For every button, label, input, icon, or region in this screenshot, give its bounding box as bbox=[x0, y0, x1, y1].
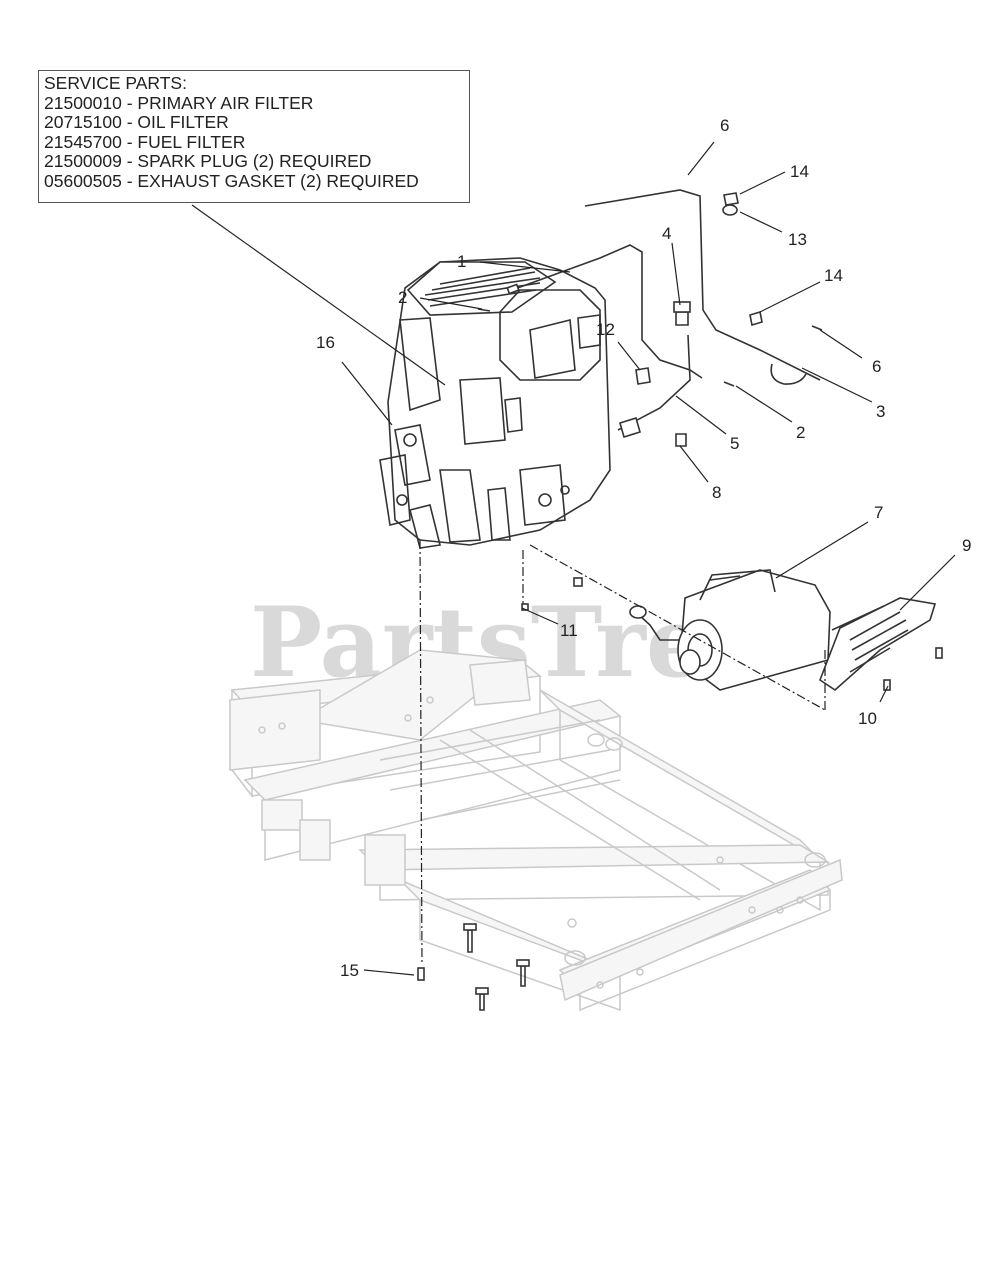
fuel-line-5[interactable] bbox=[617, 334, 691, 431]
heat-shield-bolts bbox=[883, 647, 943, 691]
callout-4: 4 bbox=[662, 224, 671, 243]
clip-2-right[interactable] bbox=[723, 381, 735, 387]
clip-6-right[interactable] bbox=[811, 325, 823, 331]
callout-6-top: 6 bbox=[720, 116, 729, 135]
callout-7: 7 bbox=[874, 503, 883, 522]
clamp-14-lower[interactable] bbox=[749, 310, 763, 327]
muffler[interactable] bbox=[629, 569, 831, 691]
fitting-4[interactable] bbox=[675, 311, 689, 326]
callout-numbers: 1 2 2 3 4 5 6 6 7 8 9 10 11 12 13 14 14 … bbox=[316, 116, 971, 980]
callout-8: 8 bbox=[712, 483, 721, 502]
callout-14-top: 14 bbox=[790, 162, 809, 181]
nut-11 bbox=[521, 577, 583, 611]
clamp-14-upper[interactable] bbox=[723, 192, 739, 206]
callout-13: 13 bbox=[788, 230, 807, 249]
alignment-line-15 bbox=[419, 539, 423, 966]
callout-2-left: 2 bbox=[398, 288, 407, 307]
callout-6-right: 6 bbox=[872, 357, 881, 376]
alignment-line-muffler bbox=[529, 544, 826, 711]
fuel-line-1[interactable] bbox=[511, 244, 703, 379]
heat-shield[interactable] bbox=[819, 597, 937, 692]
service-part-line: 21500010 - PRIMARY AIR FILTER bbox=[44, 92, 314, 113]
service-part-line: 20715100 - OIL FILTER bbox=[44, 112, 229, 132]
service-parts-box: SERVICE PARTS: 21500010 - PRIMARY AIR FI… bbox=[38, 70, 470, 203]
clamp-13[interactable] bbox=[722, 204, 738, 216]
fuel-line-6[interactable] bbox=[584, 189, 821, 381]
clip-2-left[interactable] bbox=[477, 308, 491, 312]
service-part-line: 05600505 - EXHAUST GASKET (2) REQUIRED bbox=[44, 170, 419, 191]
callout-14-mid: 14 bbox=[824, 266, 843, 285]
service-parts-heading: SERVICE PARTS: bbox=[44, 73, 187, 93]
bolt-15[interactable] bbox=[417, 967, 425, 981]
callout-9: 9 bbox=[962, 536, 971, 555]
callout-16: 16 bbox=[316, 333, 335, 352]
vent-hose-3[interactable] bbox=[770, 363, 807, 385]
engine[interactable] bbox=[379, 257, 611, 549]
mower-frame bbox=[229, 649, 843, 1012]
service-part-line: 21545700 - FUEL FILTER bbox=[44, 131, 246, 152]
callout-11: 11 bbox=[560, 621, 578, 640]
callout-5: 5 bbox=[730, 434, 739, 453]
callout-2-right: 2 bbox=[796, 423, 805, 442]
leader-lines bbox=[191, 141, 956, 976]
callout-3: 3 bbox=[876, 402, 885, 421]
callout-12: 12 bbox=[596, 320, 615, 339]
service-part-line: 21500009 - SPARK PLUG (2) REQUIRED bbox=[44, 151, 372, 171]
clip-8[interactable] bbox=[675, 433, 687, 447]
callout-10: 10 bbox=[858, 709, 877, 728]
callout-1: 1 bbox=[457, 252, 466, 271]
frame-bolts bbox=[463, 923, 530, 1011]
clamp-12[interactable] bbox=[635, 367, 651, 385]
callout-15: 15 bbox=[340, 961, 359, 980]
